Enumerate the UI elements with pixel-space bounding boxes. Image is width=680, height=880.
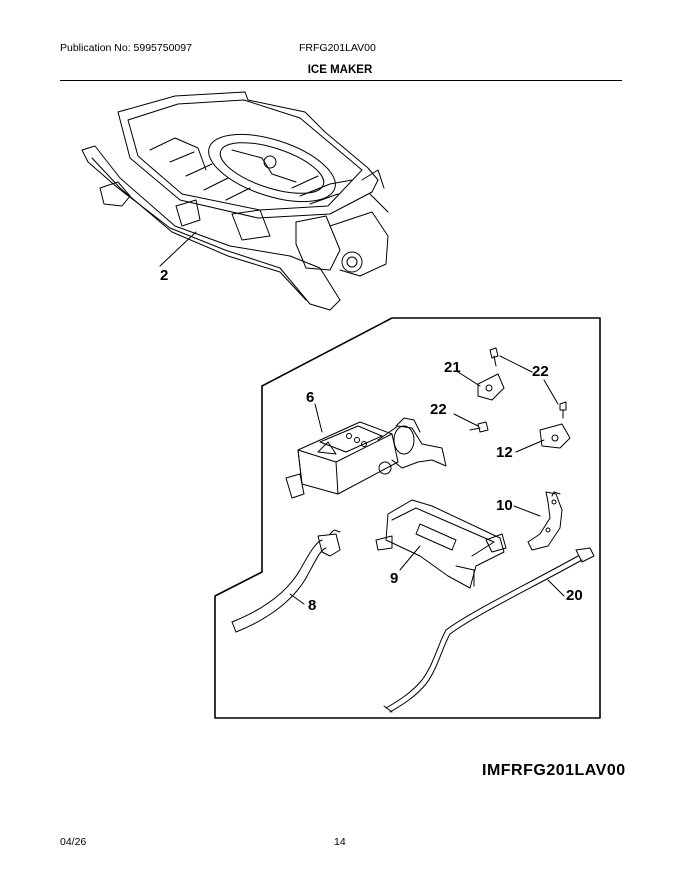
- callout-20: 20: [566, 587, 583, 604]
- exploded-view-border: [214, 317, 601, 719]
- callout-22-middle: 22: [430, 401, 447, 418]
- ice-maker-housing-drawing: [81, 91, 389, 311]
- leader-10: [513, 505, 541, 517]
- callout-12: 12: [496, 444, 513, 461]
- header-rule: [60, 80, 622, 81]
- page-number: 14: [334, 836, 346, 848]
- footer-date: 04/26: [60, 836, 87, 848]
- leader-22a-top: [499, 355, 533, 373]
- section-title: ICE MAKER: [307, 64, 373, 76]
- callout-10: 10: [496, 497, 513, 514]
- leader-21: [457, 371, 481, 387]
- leader-8: [289, 593, 305, 605]
- leader-22a-bottom: [543, 379, 559, 405]
- leader-12: [515, 439, 545, 453]
- mounting-bracket-drawing: [375, 499, 507, 589]
- callout-8: 8: [308, 597, 316, 614]
- callout-22-right: 22: [532, 363, 549, 380]
- leader-6: [314, 403, 323, 433]
- control-module-drawing: [285, 417, 447, 499]
- callout-21: 21: [444, 359, 461, 376]
- model-number: FRFG201LAV00: [299, 42, 376, 54]
- publication-number: Publication No: 5995750097: [60, 42, 192, 54]
- callout-2: 2: [160, 267, 168, 284]
- leader-20: [547, 579, 565, 597]
- leader-2: [159, 231, 197, 267]
- callout-6: 6: [306, 389, 314, 406]
- callout-9: 9: [390, 570, 398, 587]
- fill-tube-drawing: [231, 529, 341, 633]
- clamps-and-screws-drawing: [469, 347, 571, 449]
- leader-9: [399, 545, 421, 571]
- leader-22b: [453, 413, 479, 427]
- thermistor-wire-drawing: [383, 547, 595, 713]
- diagram-code: IMFRFG201LAV00: [482, 762, 626, 779]
- heater-bracket-drawing: [527, 491, 563, 551]
